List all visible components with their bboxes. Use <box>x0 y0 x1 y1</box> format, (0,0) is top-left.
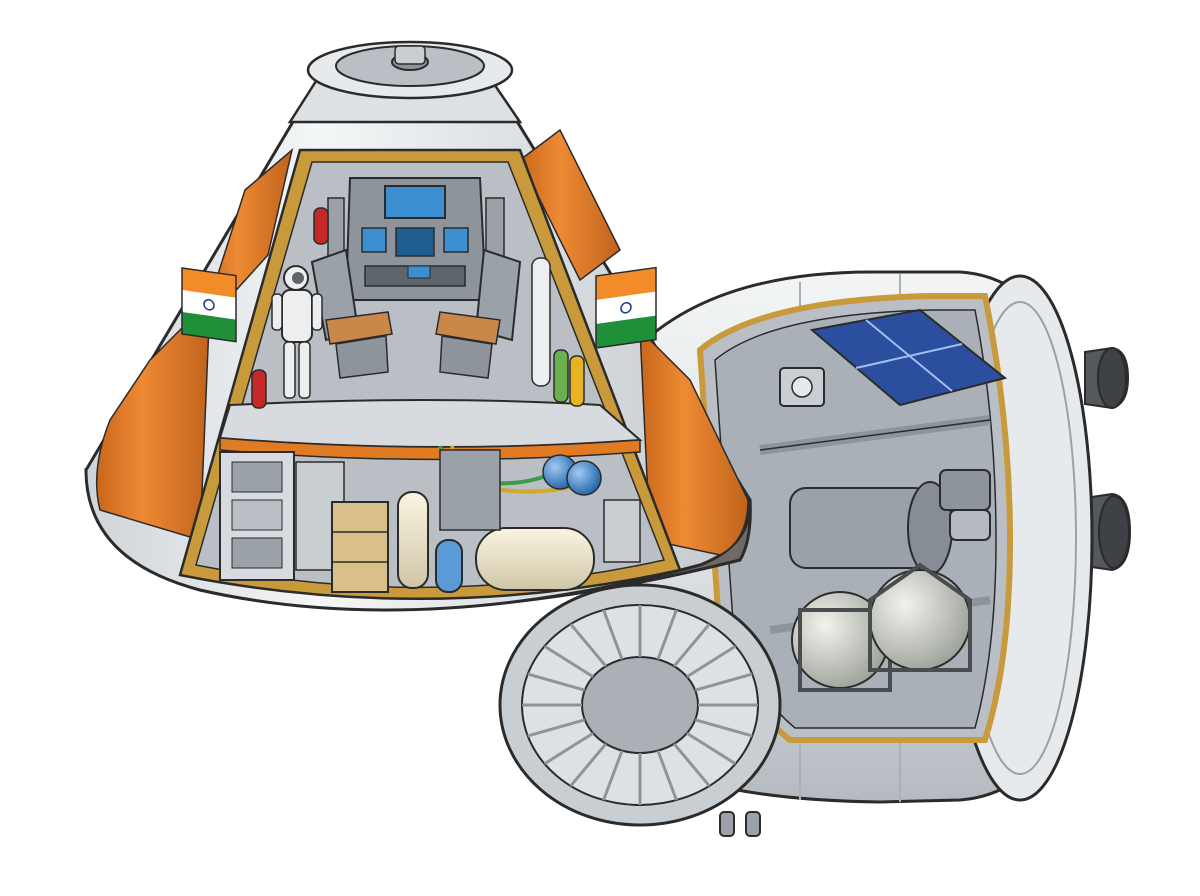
crew-seat-left <box>310 248 393 379</box>
storage-crates <box>331 501 389 593</box>
pressure-tanks <box>789 469 991 575</box>
ring-spoke <box>694 672 753 692</box>
cylinder-tank-icon <box>531 257 585 407</box>
seat-icon <box>310 248 393 379</box>
crew-seat-right <box>435 248 522 379</box>
ring-spoke <box>694 718 753 738</box>
solar-panel <box>779 308 1008 407</box>
rack-icon <box>219 451 345 581</box>
flag-icon <box>595 266 657 349</box>
ring-spoke <box>672 742 711 787</box>
ring-spoke <box>543 644 594 679</box>
console-icon <box>361 185 469 287</box>
propellant-spheres <box>791 562 972 692</box>
propellant-spheres <box>542 454 602 496</box>
crew-module <box>84 40 752 612</box>
engine-nozzles <box>1084 346 1132 572</box>
astronaut <box>271 265 323 399</box>
ring-spoke <box>569 623 608 668</box>
control-console <box>327 177 505 301</box>
ring-spoke <box>656 750 678 801</box>
astronaut-icon <box>271 265 323 399</box>
service-module <box>498 270 1132 837</box>
docking-hatch <box>287 40 523 124</box>
ring-spoke <box>602 609 624 660</box>
equipment-racks <box>219 451 345 581</box>
ring-spoke <box>602 750 624 801</box>
ring-spoke <box>569 742 608 787</box>
crate-icon <box>331 501 389 593</box>
ring-spoke <box>656 609 678 660</box>
gas-cylinders <box>531 257 585 407</box>
ring-spoke <box>527 718 586 738</box>
indian-flag-right <box>595 266 657 349</box>
nozzle-icon <box>1084 492 1132 572</box>
sphere-icon <box>542 454 602 496</box>
sphere-icon <box>791 591 892 692</box>
ring-spoke <box>686 731 737 766</box>
pressure-tanks <box>397 449 641 593</box>
seat-icon <box>435 248 522 379</box>
fire-extinguisher <box>251 207 329 409</box>
tank-icon <box>397 449 641 593</box>
hatch-icon <box>394 45 426 65</box>
ring-spoke <box>686 644 737 679</box>
extinguisher-icon <box>251 207 329 409</box>
nozzle-icon <box>1084 346 1130 410</box>
ring-icon <box>522 605 758 805</box>
interface-ring <box>498 583 782 827</box>
ring-spoke <box>527 672 586 692</box>
sphere-icon <box>868 562 972 672</box>
flag-icon <box>181 267 237 343</box>
solar-panel-icon <box>779 367 825 407</box>
indian-flag-left <box>181 267 237 343</box>
ring-spoke <box>543 731 594 766</box>
ring-spoke <box>672 623 711 668</box>
